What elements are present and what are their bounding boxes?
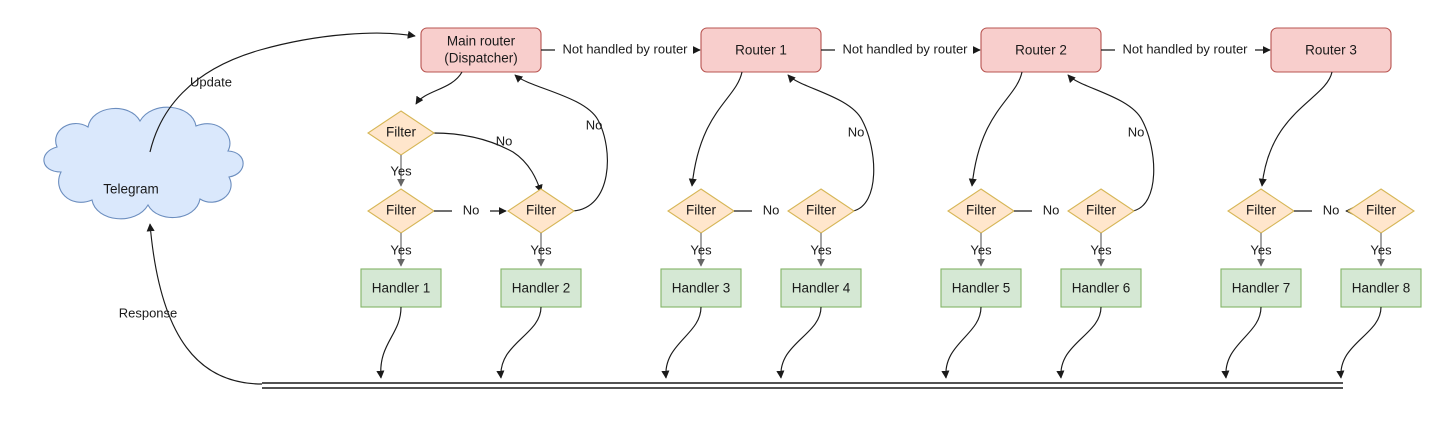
handler-5-label: Handler 5: [952, 281, 1011, 296]
edge-handler-7-to-merge: [1221, 306, 1262, 379]
update-edge-group: Update: [149, 30, 416, 153]
edge-handler-3-to-merge: [661, 306, 702, 379]
handler-6-node[interactable]: Handler 6: [1060, 268, 1142, 308]
edge-handler-1-to-merge: [376, 306, 402, 379]
filter-1-node[interactable]: Filter: [367, 110, 435, 156]
handler-3-label: Handler 3: [672, 281, 731, 296]
handler-4-label: Handler 4: [792, 281, 851, 296]
filter-3-node[interactable]: Filter: [367, 188, 435, 234]
edge-label-no-a3: No: [586, 117, 603, 132]
handler-6-label: Handler 6: [1072, 281, 1131, 296]
router-3-node[interactable]: Router 3: [1270, 27, 1392, 73]
edge-label-no-b2: No: [763, 202, 780, 217]
edge-handler-4-to-merge: [776, 306, 822, 379]
edge-router-3-to-filter-8: [1258, 71, 1333, 187]
edge-label-no-c1: No: [1128, 124, 1145, 139]
telegram-cloud[interactable]: Telegram: [43, 106, 244, 220]
edge-label-not-handled-3: Not handled by router: [1122, 41, 1248, 56]
edge-filter-5-no-to-router-1: [787, 74, 875, 212]
filter-4-node[interactable]: Filter: [667, 188, 735, 234]
handler-5-node[interactable]: Handler 5: [940, 268, 1022, 308]
handler-4-node[interactable]: Handler 4: [780, 268, 862, 308]
router-3-label: Router 3: [1305, 43, 1357, 58]
handler-1-node[interactable]: Handler 1: [360, 268, 442, 308]
edge-filter-1-no-to-filter-2: [432, 132, 543, 193]
filter-2-label: Filter: [526, 203, 557, 218]
main-router-label-line1: Main router: [447, 34, 516, 49]
router-1-label: Router 1: [735, 43, 787, 58]
handler-6-box: [1060, 268, 1142, 308]
edge-filter-7-no-to-router-2: [1067, 74, 1155, 212]
filter-5-node[interactable]: Filter: [787, 188, 855, 234]
handler-7-label: Handler 7: [1232, 281, 1291, 296]
handler-2-box: [500, 268, 582, 308]
edge-update: [149, 30, 416, 153]
edge-label-yes-4: Yes: [690, 242, 712, 257]
edge-label-update: Update: [190, 74, 232, 89]
edge-handler-6-to-merge: [1056, 306, 1102, 379]
edge-router-1-to-filter-4: [688, 71, 743, 187]
merge-bar: [262, 382, 1343, 389]
handler-2-node[interactable]: Handler 2: [500, 268, 582, 308]
handler-3-box: [660, 268, 742, 308]
edge-label-no-c2: No: [1043, 202, 1060, 217]
filter-3-label: Filter: [386, 203, 417, 218]
router-chain-edges: Not handled by router Not handled by rou…: [541, 41, 1270, 56]
response-edge-group: Response: [119, 223, 263, 385]
edge-label-no-c3: No: [1323, 202, 1340, 217]
router-2-label: Router 2: [1015, 43, 1067, 58]
edge-label-response: Response: [119, 305, 178, 320]
handler-1-label: Handler 1: [372, 281, 431, 296]
edge-filter-2-no-to-main-router: [514, 74, 608, 212]
main-router-label-line2: (Dispatcher): [444, 51, 518, 66]
edge-label-yes-6: Yes: [970, 242, 992, 257]
filter-6-label: Filter: [966, 203, 997, 218]
filter-8-node[interactable]: Filter: [1227, 188, 1295, 234]
edge-router-2-to-filter-6: [968, 71, 1023, 187]
edge-label-yes-3: Yes: [530, 242, 552, 257]
handler-8-node[interactable]: Handler 8: [1340, 268, 1422, 308]
handler-7-node[interactable]: Handler 7: [1220, 268, 1302, 308]
filter-4-label: Filter: [686, 203, 717, 218]
filter-8-label: Filter: [1246, 203, 1277, 218]
edge-handler-5-to-merge: [941, 306, 982, 379]
edge-label-yes-5: Yes: [810, 242, 832, 257]
filter-5-label: Filter: [806, 203, 837, 218]
handler-8-label: Handler 8: [1352, 281, 1411, 296]
handler-8-box: [1340, 268, 1422, 308]
edge-handler-2-to-merge: [496, 306, 542, 379]
cloud-label: Telegram: [103, 182, 159, 197]
filter-6-node[interactable]: Filter: [947, 188, 1015, 234]
handler-5-box: [940, 268, 1022, 308]
main-router-node[interactable]: Main router (Dispatcher): [420, 27, 542, 73]
edge-main-router-to-filter-1: [415, 71, 463, 105]
edge-label-no-b1: No: [848, 124, 865, 139]
edge-label-yes-8: Yes: [1250, 242, 1272, 257]
router-1-node[interactable]: Router 1: [700, 27, 822, 73]
filter-2-node[interactable]: Filter: [507, 188, 575, 234]
edge-response: [146, 223, 263, 385]
filter-7-node[interactable]: Filter: [1067, 188, 1135, 234]
edge-label-no-a2: No: [463, 202, 480, 217]
filter-9-node[interactable]: Filter: [1347, 188, 1415, 234]
edge-label-yes-1: Yes: [390, 163, 412, 178]
filter-1-label: Filter: [386, 125, 417, 140]
edge-label-yes-7: Yes: [1090, 242, 1112, 257]
edge-label-not-handled-2: Not handled by router: [842, 41, 968, 56]
edge-label-not-handled-1: Not handled by router: [562, 41, 688, 56]
router-2-node[interactable]: Router 2: [980, 27, 1102, 73]
edge-label-yes-2: Yes: [390, 242, 412, 257]
handler-2-label: Handler 2: [512, 281, 571, 296]
edge-label-no-a1: No: [496, 133, 513, 148]
edge-handler-8-to-merge: [1336, 306, 1382, 379]
cloud-shape: [43, 106, 244, 220]
edge-label-yes-9: Yes: [1370, 242, 1392, 257]
filter-7-label: Filter: [1086, 203, 1117, 218]
handler-3-node[interactable]: Handler 3: [660, 268, 742, 308]
filter-9-label: Filter: [1366, 203, 1397, 218]
